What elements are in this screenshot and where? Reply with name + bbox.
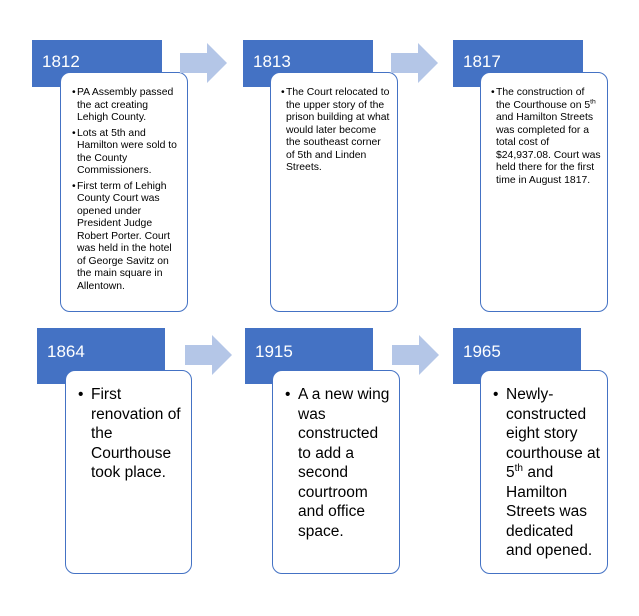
year-label: 1915 [255,342,293,361]
event-item: Lots at 5th and Hamilton were sold to th… [72,128,181,178]
event-item: First renovation of the Courthouse took … [78,385,185,483]
arrow-right-icon [391,43,438,83]
event-item: Newly-constructed eight story courthouse… [493,385,601,561]
event-box-1813: The Court relocated to the upper story o… [270,72,398,312]
event-item: A a new wing was constructed to add a se… [285,385,393,541]
event-box-1965: Newly-constructed eight story courthouse… [480,370,608,574]
year-label: 1817 [463,52,501,71]
event-item: The construction of the Courthouse on 5t… [491,87,601,187]
year-label: 1864 [47,342,85,361]
arrow-right-icon [185,335,232,375]
year-label: 1965 [463,342,501,361]
event-item: The Court relocated to the upper story o… [281,87,391,175]
event-item: PA Assembly passed the act creating Lehi… [72,87,181,125]
event-box-1915: A a new wing was constructed to add a se… [272,370,400,574]
year-label: 1812 [42,52,80,71]
event-box-1817: The construction of the Courthouse on 5t… [480,72,608,312]
event-box-1812: PA Assembly passed the act creating Lehi… [60,72,188,312]
arrow-right-icon [392,335,439,375]
year-label: 1813 [253,52,291,71]
event-item: First term of Lehigh County Court was op… [72,181,181,294]
event-box-1864: First renovation of the Courthouse took … [65,370,192,574]
arrow-right-icon [180,43,227,83]
